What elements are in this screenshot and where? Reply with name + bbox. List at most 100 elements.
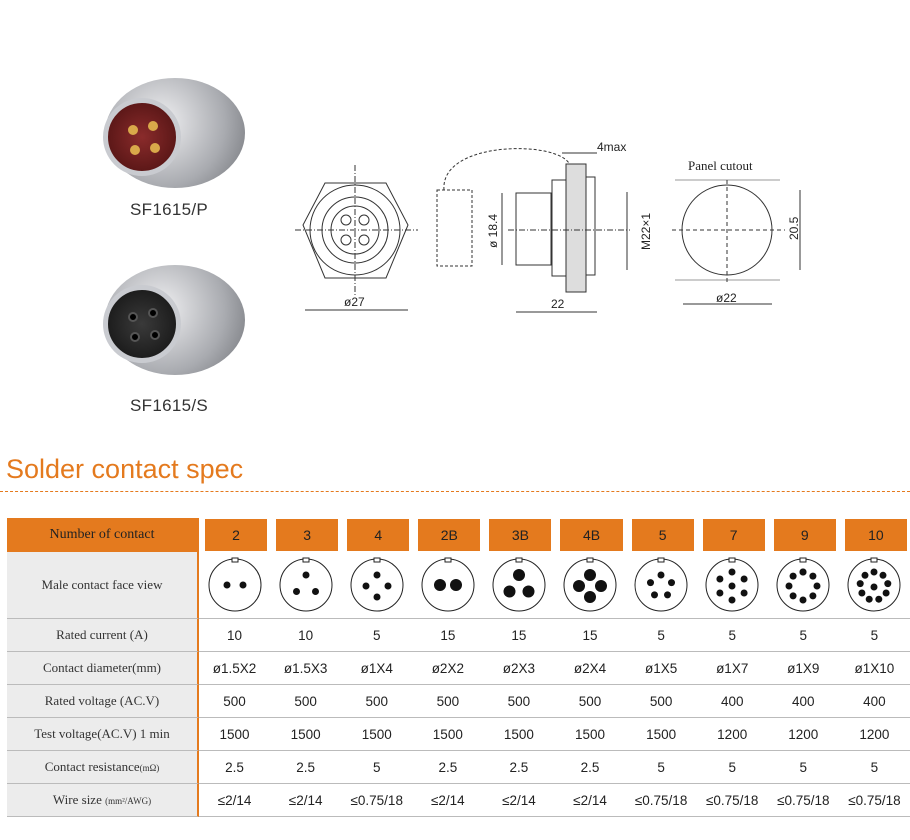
- table-cell: 1500: [341, 718, 413, 751]
- contact-pin: [716, 575, 724, 582]
- contact-pin: [789, 591, 797, 599]
- contact-pin: [809, 572, 817, 580]
- contact-pin: [657, 571, 665, 578]
- table-cell: ≤2/14: [483, 784, 555, 817]
- contact-face-diagram: [625, 552, 697, 619]
- table-cell: 10: [270, 619, 342, 652]
- table-cell: 2.5: [199, 751, 271, 784]
- contact-pin: [503, 585, 516, 597]
- contact-face-diagram: [483, 552, 555, 619]
- table-cell: 2.5: [483, 751, 555, 784]
- table-cell: ≤0.75/18: [696, 784, 768, 817]
- contact-pin: [799, 596, 807, 603]
- row-label: Wire size (mm²/AWG): [7, 784, 199, 817]
- table-cell: 500: [554, 685, 626, 718]
- table-cell: 400: [696, 685, 768, 718]
- table-cell: 5: [625, 619, 697, 652]
- product-image-female: [95, 265, 245, 375]
- contact-pin: [870, 583, 878, 590]
- contact-pin: [522, 585, 535, 597]
- row-label: Test voltage(AC.V) 1 min: [7, 718, 199, 751]
- contact-face-diagram: [341, 552, 413, 619]
- column-header-label: 4: [347, 519, 410, 551]
- contact-face-diagram: [412, 552, 484, 619]
- column-header-label: 2B: [418, 519, 481, 551]
- contact-face-diagram: [838, 552, 910, 619]
- table-cell: 400: [838, 685, 910, 718]
- table-cell: 5: [767, 619, 839, 652]
- contact-pin: [573, 579, 586, 592]
- column-header-label: 10: [844, 519, 907, 551]
- table-cell: ø1X10: [838, 652, 910, 685]
- row-label: Rated current (A): [7, 619, 199, 652]
- table-cell: 500: [270, 685, 342, 718]
- table-cell: 1500: [625, 718, 697, 751]
- product-image-male: [95, 78, 245, 188]
- contact-pin: [302, 571, 310, 578]
- table-cell: 1500: [199, 718, 271, 751]
- header-label: Number of contact: [7, 518, 199, 552]
- table-cell: 2.5: [554, 751, 626, 784]
- column-header: 4: [341, 518, 413, 552]
- contact-pin: [223, 581, 231, 588]
- table-cell: 15: [412, 619, 484, 652]
- contact-face-diagram: [696, 552, 768, 619]
- table-cell: ≤2/14: [412, 784, 484, 817]
- contact-pin: [651, 590, 659, 598]
- table-cell: 2.5: [270, 751, 342, 784]
- contact-pin: [809, 591, 817, 599]
- contact-pin: [740, 589, 748, 596]
- contact-pin: [647, 578, 655, 586]
- table-cell: ≤0.75/18: [625, 784, 697, 817]
- dim-panel-height: 20.5: [787, 216, 801, 240]
- contact-pin: [861, 571, 869, 579]
- table-cell: ≤2/14: [199, 784, 271, 817]
- contact-pin: [668, 578, 676, 586]
- column-header: 7: [696, 518, 768, 552]
- contact-pin: [728, 568, 736, 575]
- face-view-label: Male contact face view: [7, 552, 199, 619]
- table-cell: ø2X2: [412, 652, 484, 685]
- column-header-label: 3: [276, 519, 339, 551]
- contact-pin: [292, 587, 300, 595]
- contact-pin: [362, 582, 370, 589]
- contact-pin: [799, 568, 807, 575]
- table-cell: 500: [483, 685, 555, 718]
- row-label: Contact diameter(mm): [7, 652, 199, 685]
- table-cell: ø1.5X3: [270, 652, 342, 685]
- table-cell: ø1X7: [696, 652, 768, 685]
- table-cell: ø1X5: [625, 652, 697, 685]
- contact-pin: [384, 582, 392, 589]
- contact-pin: [595, 579, 608, 592]
- contact-pin: [433, 578, 446, 591]
- contact-pin: [664, 590, 672, 598]
- column-header: 3B: [483, 518, 555, 552]
- contact-pin: [879, 571, 887, 579]
- table-cell: 1500: [483, 718, 555, 751]
- table-cell: 5: [625, 751, 697, 784]
- contact-pin: [870, 568, 878, 575]
- contact-face-diagram: [767, 552, 839, 619]
- contact-face-diagram: [199, 552, 271, 619]
- contact-face-diagram: [554, 552, 626, 619]
- contact-pin: [311, 587, 319, 595]
- table-cell: ≤2/14: [554, 784, 626, 817]
- contact-pin: [584, 590, 597, 603]
- table-cell: ≤0.75/18: [838, 784, 910, 817]
- section-title: Solder contact spec: [6, 454, 244, 484]
- contact-pin: [373, 593, 381, 600]
- table-cell: ø1X9: [767, 652, 839, 685]
- table-cell: 1500: [554, 718, 626, 751]
- table-cell: 15: [483, 619, 555, 652]
- table-cell: ≤2/14: [270, 784, 342, 817]
- dim-length: 22: [551, 297, 565, 311]
- table-cell: 15: [554, 619, 626, 652]
- contact-pin: [789, 572, 797, 580]
- table-cell: 5: [696, 619, 768, 652]
- column-header: 5: [625, 518, 697, 552]
- column-header-label: 2: [205, 519, 268, 551]
- column-header-label: 4B: [560, 519, 623, 551]
- row-unit: (mm²/AWG): [105, 796, 152, 806]
- contact-pin: [728, 582, 736, 589]
